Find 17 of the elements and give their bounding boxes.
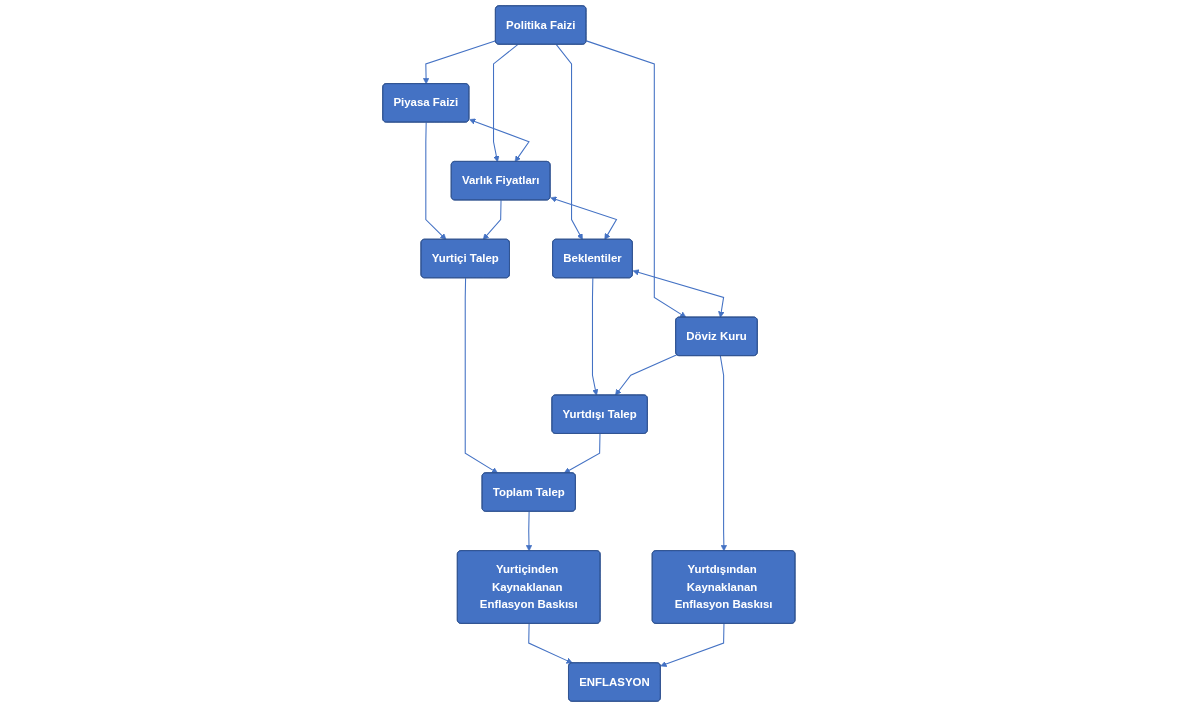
arrow xyxy=(719,355,727,552)
arrow xyxy=(527,623,573,664)
arrow xyxy=(563,433,601,474)
arrow xyxy=(632,269,724,318)
arrow xyxy=(614,354,678,396)
arrow xyxy=(464,277,498,474)
arrow xyxy=(482,199,502,240)
arrow xyxy=(492,44,518,163)
arrow xyxy=(585,40,686,318)
arrow xyxy=(468,118,530,163)
arrow xyxy=(525,511,532,552)
arrow xyxy=(660,623,725,667)
arrow xyxy=(424,121,446,240)
arrow xyxy=(550,196,617,240)
arrow xyxy=(555,44,583,240)
arrow xyxy=(591,277,599,396)
arrow xyxy=(422,40,496,85)
